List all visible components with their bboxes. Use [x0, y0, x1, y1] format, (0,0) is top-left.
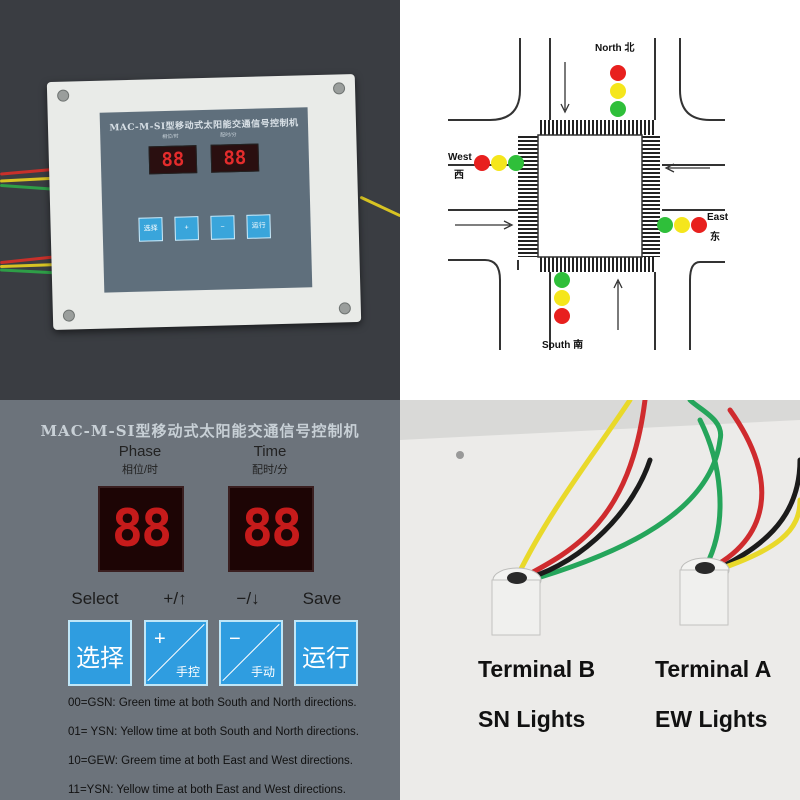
screw-icon [332, 82, 346, 95]
phase-label: Phase [118, 443, 162, 460]
save-run-button[interactable]: 运行 [294, 620, 358, 686]
south-signal-lights [554, 272, 570, 324]
west-signal-lights [474, 155, 524, 171]
time-label: Time [253, 443, 287, 460]
minus-down-button[interactable]: − 手动 [219, 620, 283, 686]
time-label-small: 配时/分 [220, 132, 237, 139]
plus-icon: + [154, 628, 166, 650]
plus-button-small[interactable]: + [174, 216, 199, 241]
intersection-diagram: North 北 West 西 East 东 South 南 [400, 0, 800, 400]
select-button-small[interactable]: 选择 [138, 217, 164, 242]
legend-line-gew: 10=GEW: Greem time at both East and West… [68, 755, 353, 767]
phase-label-small: 相位/时 [162, 133, 179, 141]
crosswalk-east [642, 135, 660, 257]
screw-icon [57, 89, 70, 102]
terminal-a-subtitle: EW Lights [655, 706, 768, 732]
terminal-b-gland [491, 567, 542, 636]
manual-text: 手动 [250, 665, 275, 679]
crosswalk-west [518, 135, 538, 257]
intersection-svg: North 北 West 西 East 东 South 南 [448, 38, 729, 351]
panel-closeup: MAC-M-SI型移动式太阳能交通信号控制机 [0, 400, 400, 800]
crosswalk-north [538, 120, 656, 135]
terminal-a-wires [697, 407, 800, 578]
phase-label-cn: 相位/时 [121, 464, 159, 476]
controller-box: MAC-M-SI型移动式太阳能交通信号控制机 相位/时 配时/分 88 88 选… [46, 74, 362, 330]
plus-up-label: +/↑ [163, 589, 187, 608]
device-photo: MAC-M-SI型移动式太阳能交通信号控制机 相位/时 配时/分 88 88 选… [0, 0, 400, 400]
select-label: Select [71, 589, 119, 608]
screw-icon [62, 309, 76, 322]
terminals-svg [400, 400, 800, 800]
east-label: East [707, 212, 729, 223]
traffic-arrows [455, 62, 710, 330]
terminals-photo [400, 400, 800, 800]
select-button[interactable]: 选择 [68, 620, 132, 686]
time-label-cn: 配时/分 [251, 464, 289, 476]
control-panel-small: MAC-M-SI型移动式太阳能交通信号控制机 相位/时 配时/分 88 88 选… [99, 107, 313, 293]
crosswalk-south [538, 257, 656, 272]
legend-line-gsn: 00=GSN: Green time at both South and Nor… [68, 697, 357, 709]
phase-display-small: 88 [148, 145, 198, 175]
phase-display: 88 [98, 486, 184, 572]
plus-up-button[interactable]: + 手控 [144, 620, 208, 686]
minus-down-label: −/↓ [236, 589, 260, 608]
minus-icon: − [229, 628, 241, 650]
east-signal-lights [657, 217, 707, 233]
north-label: North 北 [595, 41, 634, 54]
legend-line-ysn: 01= YSN: Yellow time at both South and N… [68, 726, 359, 738]
legend-line-yew: 11=YSN: Yellow time at both East and Wes… [68, 784, 346, 796]
terminal-a-title: Terminal A [655, 656, 772, 682]
save-label: Save [302, 589, 342, 608]
panel-title-small: MAC-M-SI型移动式太阳能交通信号控制机 [109, 118, 299, 134]
manual-control-text: 手控 [175, 665, 200, 679]
time-display: 88 [228, 486, 314, 572]
run-button-text: 运行 [302, 645, 350, 672]
wire-right [359, 195, 400, 218]
terminal-b-title: Terminal B [478, 656, 596, 682]
east-cn-label: 东 [710, 230, 720, 243]
screw-hole-icon [456, 451, 464, 459]
north-signal-lights [610, 65, 626, 117]
terminal-b-subtitle: SN Lights [478, 706, 586, 732]
screw-icon [338, 302, 351, 315]
west-label: West [448, 152, 472, 163]
west-cn-label: 西 [454, 169, 464, 181]
terminal-a-gland [679, 557, 730, 626]
panel-title: MAC-M-SI型移动式太阳能交通信号控制机 [40, 422, 360, 440]
minus-button-small[interactable]: − [210, 215, 235, 240]
road-lines [448, 38, 725, 350]
select-button-text: 选择 [76, 645, 124, 672]
time-display-small: 88 [210, 143, 260, 173]
save-button-small[interactable]: 运行 [246, 214, 271, 239]
south-label: South 南 [542, 338, 583, 351]
